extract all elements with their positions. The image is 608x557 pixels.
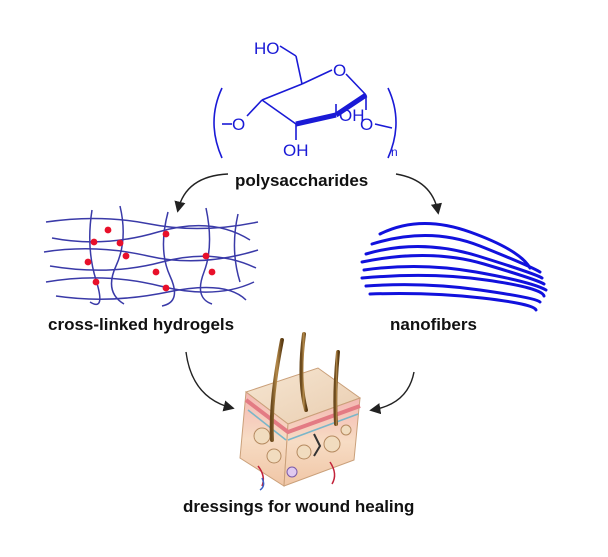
crosslink-node: [90, 238, 98, 246]
oh-right-label: OH: [339, 106, 365, 125]
crosslink-node: [162, 284, 170, 292]
polysaccharides-label: polysaccharides: [235, 171, 368, 190]
crosslink-node: [104, 226, 112, 234]
crosslink-node: [84, 258, 92, 266]
arrow-to-hydrogels: [174, 173, 229, 213]
oh-bottom-label: OH: [283, 141, 309, 160]
arrow-to-nanofibers: [395, 173, 442, 215]
hydrogels-label: cross-linked hydrogels: [48, 315, 234, 334]
crosslink-node: [208, 268, 216, 276]
crosslink-node: [122, 252, 130, 260]
hydrogel-network: [43, 205, 259, 307]
arrow-hydrogels-to-dressings: [185, 351, 235, 412]
crosslink-node: [116, 239, 124, 247]
crosslink-node: [162, 230, 170, 238]
nanofiber-bundle: [360, 222, 548, 312]
crosslink-node: [152, 268, 160, 276]
dressings-label: dressings for wound healing: [183, 497, 414, 516]
hair-strand: [269, 338, 284, 442]
right-bracket: [387, 87, 397, 159]
left-bracket: [213, 87, 223, 159]
repeat-n-label: n: [391, 145, 398, 159]
nanofibers-label: nanofibers: [390, 315, 477, 334]
crosslink-node: [92, 278, 100, 286]
ho-top-label: HO: [254, 39, 280, 58]
hair-strand: [333, 350, 340, 426]
arrow-nanofibers-to-dressings: [369, 371, 415, 415]
crosslink-node: [202, 252, 210, 260]
skin-illustration: [239, 332, 362, 491]
right-oxygen-label: O: [360, 115, 373, 134]
hair-strand: [299, 332, 308, 412]
arrows: [174, 173, 442, 415]
ring-oxygen-label: O: [333, 61, 346, 80]
left-oxygen-label: O: [232, 115, 245, 134]
polysaccharide-structure: [213, 45, 397, 159]
